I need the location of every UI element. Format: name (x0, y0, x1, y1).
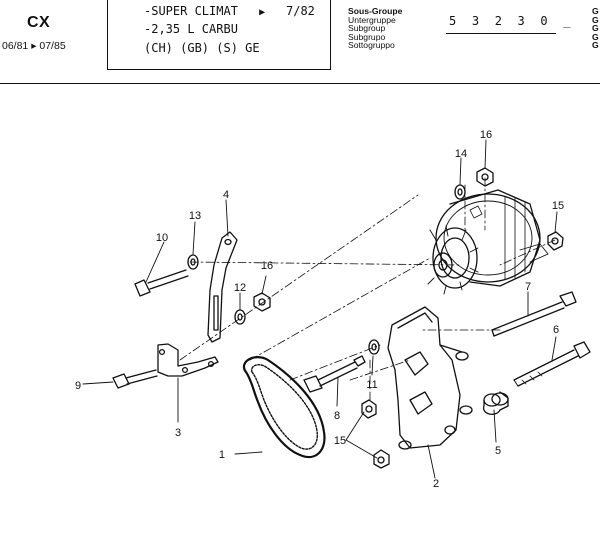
support-plate (157, 343, 219, 377)
cutoff-column: G G G G G (592, 7, 599, 50)
washer-13 (187, 254, 199, 270)
header-rule (0, 83, 600, 84)
subgroup-label-fr: Sous-Groupe (348, 6, 403, 16)
long-bolt-6 (513, 341, 591, 387)
subgroup-label-de: Untergruppe (348, 14, 396, 25)
code-underline (446, 33, 556, 34)
screw-9 (112, 369, 158, 389)
nut-15-lower (373, 449, 390, 469)
callout-6: 6 (553, 324, 559, 336)
subgroup-label-es: Subgrupo (348, 31, 386, 42)
model-code: CX (27, 14, 51, 31)
bolt-10 (134, 269, 189, 297)
drive-belt (243, 356, 326, 458)
cutoff-letter: G (592, 14, 599, 25)
production-dates: 06/81 ▸ 07/85 (2, 40, 66, 52)
callout-7: 7 (525, 281, 531, 293)
callout-14: 14 (455, 148, 467, 160)
tensioner-strap (207, 231, 238, 343)
spec-date: 7/82 (286, 4, 315, 18)
washer-11 (368, 339, 380, 355)
spec-line-super-climat: -SUPER CLIMAT ▶ (144, 4, 265, 18)
callout-13: 13 (189, 210, 201, 222)
callout-3: 3 (175, 427, 181, 439)
arrow-right-icon: ▶ (259, 7, 266, 18)
callout-11: 11 (366, 379, 377, 391)
spec-line-engine: -2,35 L CARBU (144, 22, 238, 36)
callout-9: 9 (75, 380, 81, 392)
bolt-8 (303, 355, 366, 393)
spec-box: -SUPER CLIMAT ▶ 7/82 -2,35 L CARBU (CH) … (107, 0, 331, 70)
callout-12: 12 (234, 282, 246, 294)
spec-line-countries: (CH) (GB) (S) GE (144, 41, 260, 55)
subgroup-labels: Sous-Groupe Untergruppe Subgroup Subgrup… (348, 7, 402, 50)
callout-5: 5 (495, 445, 501, 457)
assembly-centerlines (179, 177, 556, 401)
leader-lines (82, 139, 558, 479)
cutoff-letter: G (592, 23, 599, 34)
callout-4: 4 (223, 189, 229, 201)
bolt-7 (491, 291, 577, 337)
nut-16-lower (253, 292, 271, 312)
cutoff-letter: G (592, 31, 599, 42)
catalog-header: CX 06/81 ▸ 07/85 -SUPER CLIMAT ▶ 7/82 -2… (0, 0, 600, 84)
nut-15-upper (547, 231, 564, 251)
alternator (427, 189, 549, 295)
spec-text-1: -SUPER CLIMAT (144, 4, 238, 18)
washer-12 (234, 309, 246, 325)
callout-labels: 1 2 3 4 5 6 7 8 9 10 11 12 13 14 15 15 1… (75, 129, 564, 490)
callout-16-lower: 16 (261, 260, 273, 272)
spacer-sleeve (482, 391, 509, 415)
callout-16-upper: 16 (480, 129, 492, 141)
callout-15-upper: 15 (552, 200, 564, 212)
callout-8: 8 (334, 410, 340, 422)
callout-15-lower: 15 (334, 435, 346, 447)
callout-10: 10 (156, 232, 168, 244)
nut-15-middle (361, 399, 377, 419)
callout-1: 1 (219, 449, 225, 461)
subgroup-label-en: Subgroup (348, 23, 386, 34)
callout-2: 2 (433, 478, 439, 490)
cutoff-letter: G (592, 40, 599, 51)
washer-14 (454, 184, 466, 200)
cutoff-letter: G (592, 6, 599, 16)
subgroup-code: 5 3 2 3 0 _ (449, 14, 575, 28)
subgroup-label-it: Sottogruppo (348, 40, 395, 51)
alternator-bracket (387, 306, 473, 450)
